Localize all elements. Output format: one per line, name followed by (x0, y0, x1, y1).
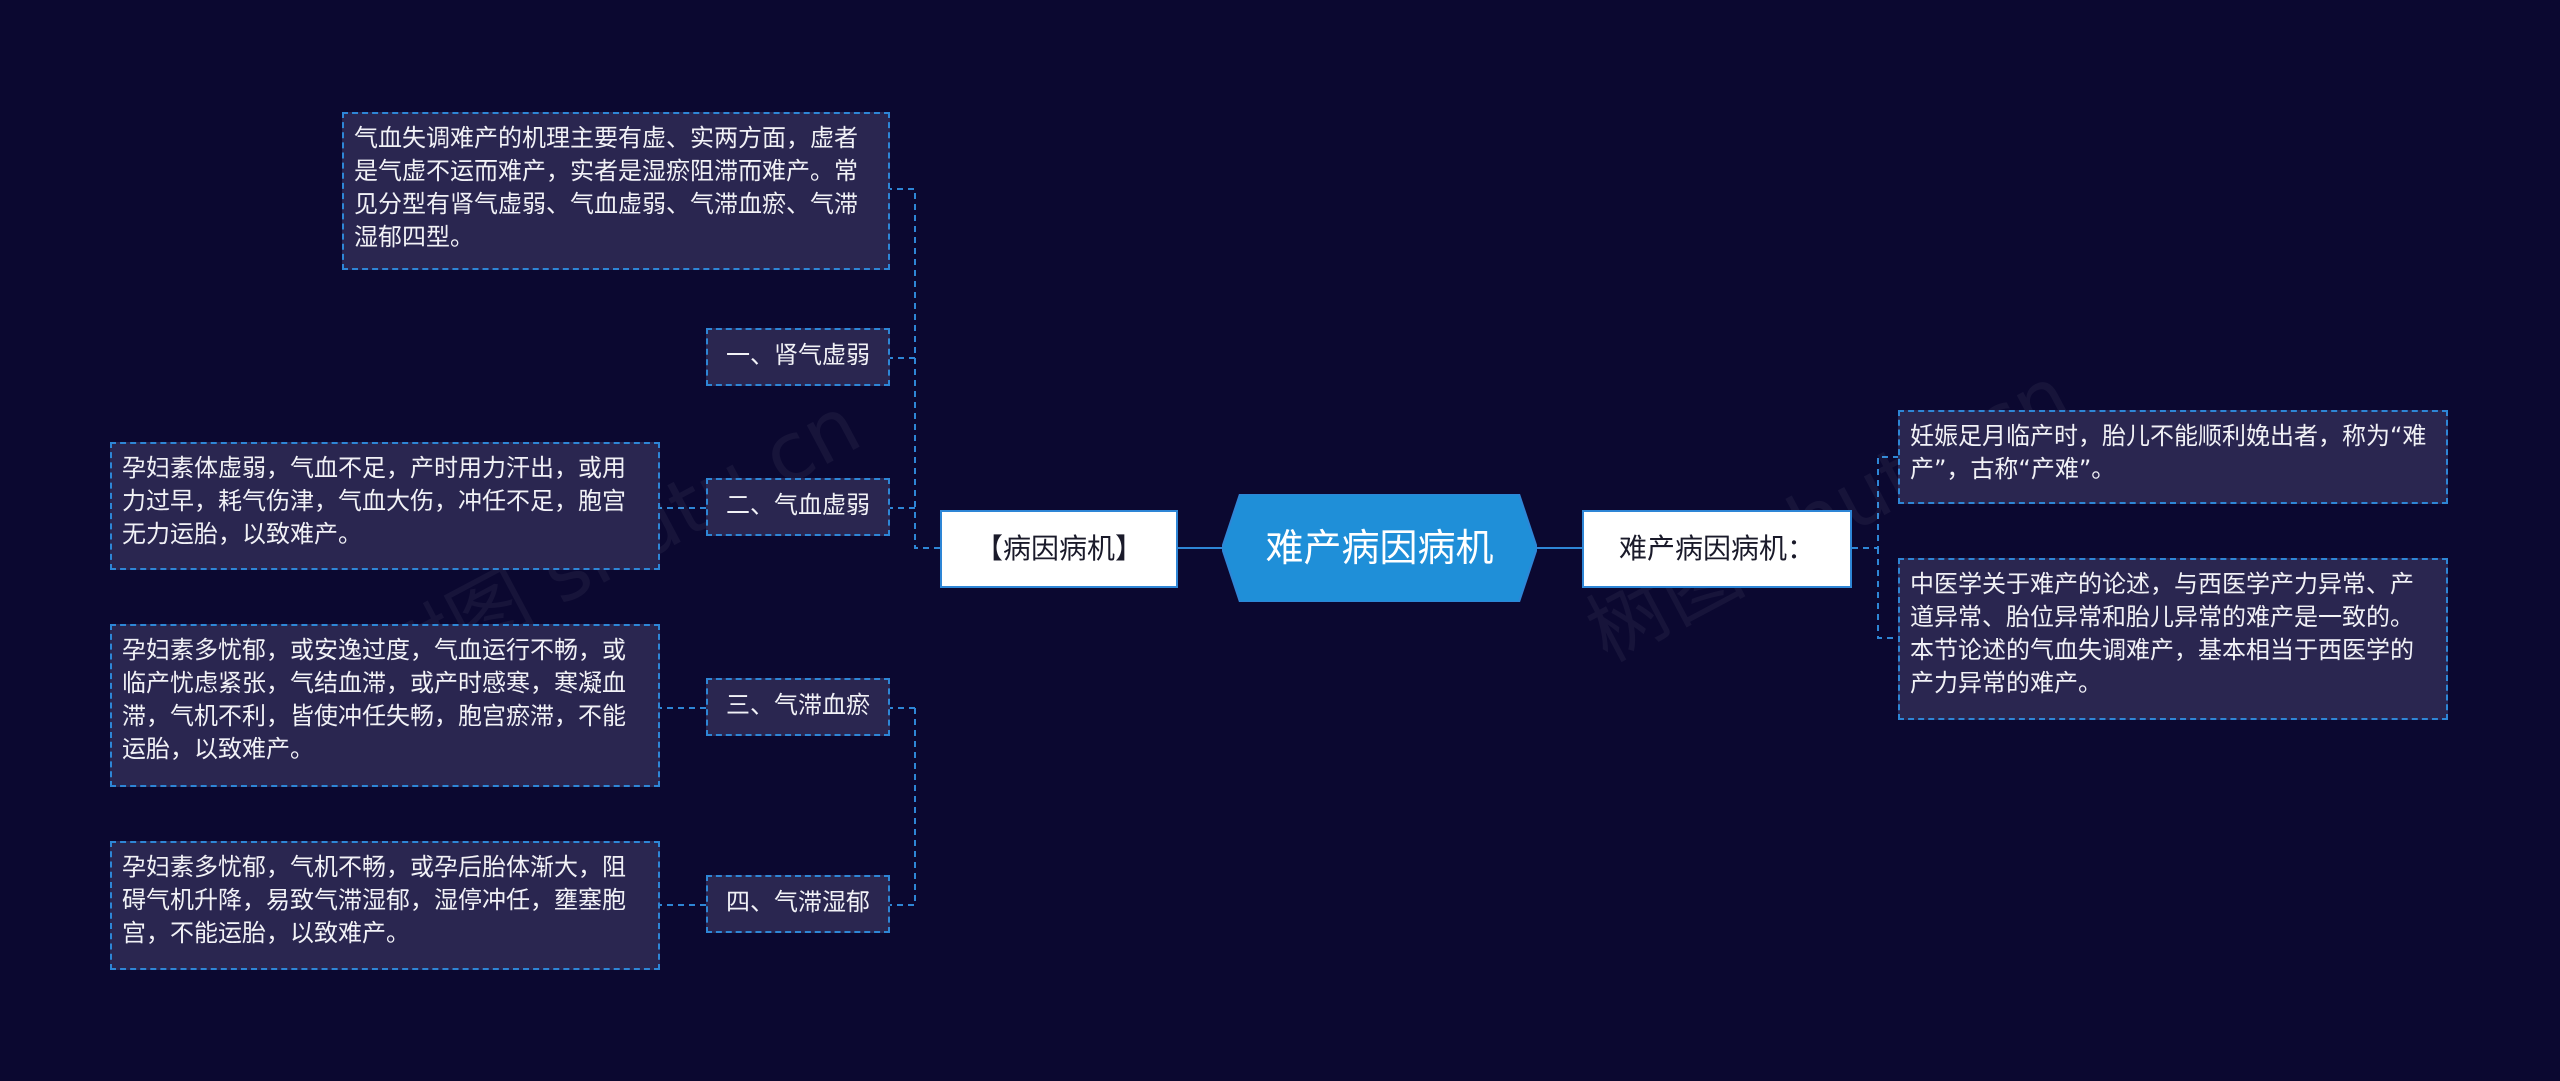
detail-qi-stagnation-damp: 孕妇素多忧郁，气机不畅，或孕后胎体渐大，阻碍气机升降，易致气滞湿郁，湿停冲任，壅… (110, 841, 660, 970)
subtype-kidney-qi-deficiency[interactable]: 一、肾气虚弱 (706, 328, 890, 386)
subtype-qi-stagnation-damp[interactable]: 四、气滞湿郁 (706, 875, 890, 933)
detail-qi-stagnation-blood-stasis: 孕妇素多忧郁，或安逸过度，气血运行不畅，或临产忧虑紧张，气结血滞，或产时感寒，寒… (110, 624, 660, 787)
central-topic-title: 难产病因病机 (1265, 526, 1494, 570)
branch-left-label[interactable]: 【病因病机】 (940, 510, 1178, 588)
subtype-qi-stagnation-blood-stasis[interactable]: 三、气滞血瘀 (706, 678, 890, 736)
definition-note: 妊娠足月临产时，胎儿不能顺利娩出者，称为“难产”，古称“产难”。 (1898, 410, 2448, 504)
central-topic-shape (1222, 494, 1537, 602)
comparison-note: 中医学关于难产的论述，与西医学产力异常、产道异常、胎位异常和胎儿异常的难产是一致… (1898, 558, 2448, 720)
branch-right-label[interactable]: 难产病因病机： (1582, 510, 1852, 588)
detail-qi-blood-deficiency: 孕妇素体虚弱，气血不足，产时用力汗出，或用力过早，耗气伤津，气血大伤，冲任不足，… (110, 442, 660, 570)
intro-note: 气血失调难产的机理主要有虚、实两方面，虚者是气虚不运而难产，实者是湿瘀阻滞而难产… (342, 112, 890, 270)
subtype-qi-blood-deficiency[interactable]: 二、气血虚弱 (706, 478, 890, 536)
central-topic[interactable]: 难产病因病机 (1222, 494, 1537, 602)
